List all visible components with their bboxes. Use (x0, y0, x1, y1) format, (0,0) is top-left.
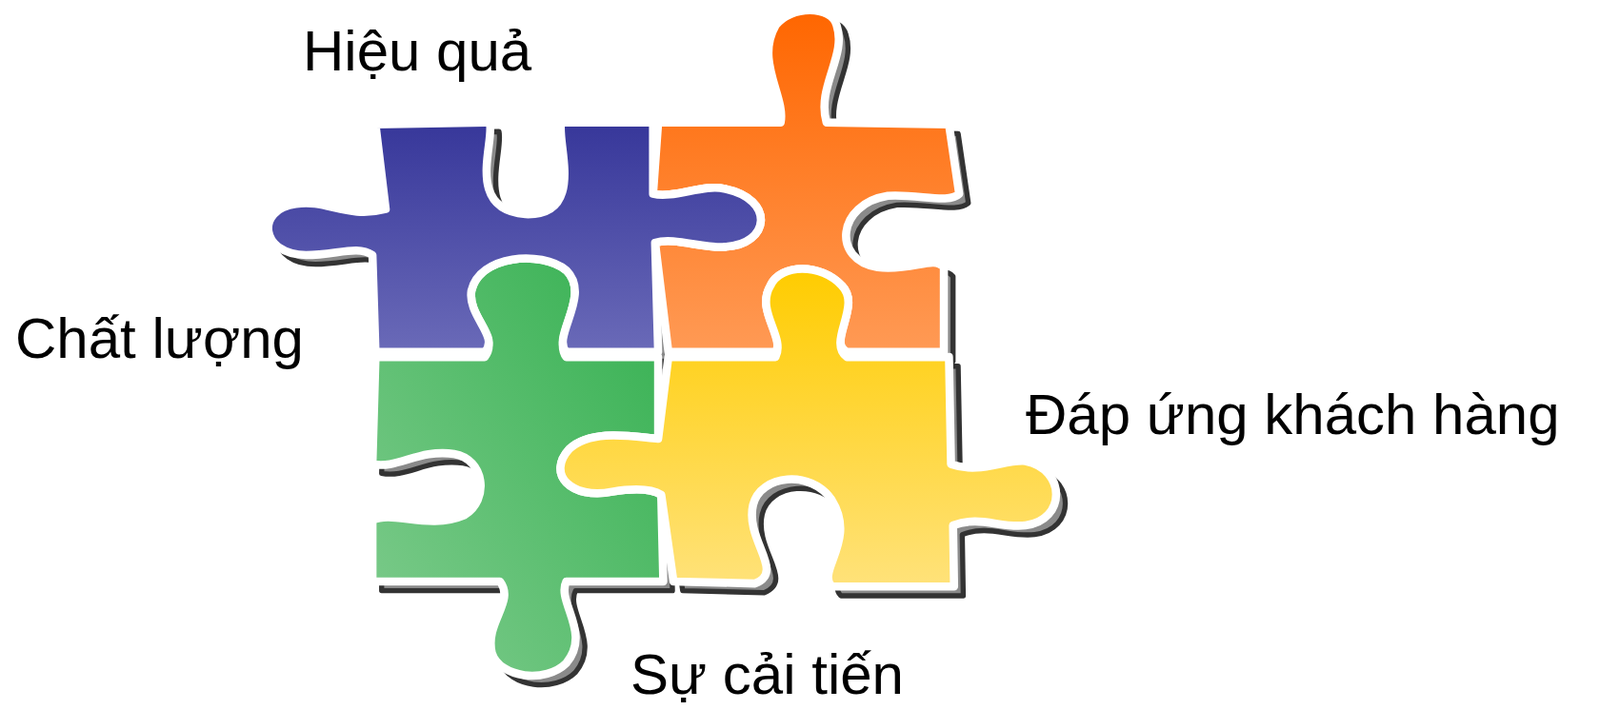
label-text: Đáp ứng khách hàng (1025, 383, 1560, 447)
label-text: Chất lượng (15, 307, 304, 371)
label-text: Sự cải tiến (630, 643, 904, 707)
label-text: Hiệu quả (302, 20, 532, 83)
